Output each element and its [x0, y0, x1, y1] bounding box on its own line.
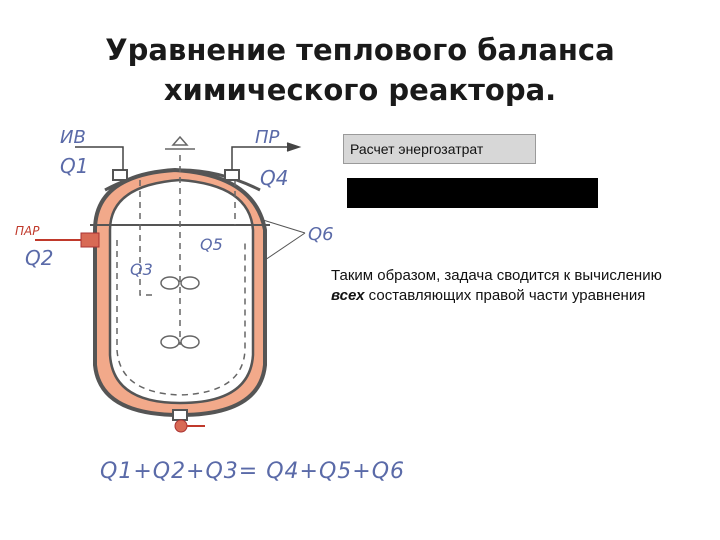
label-q4: Q4 — [260, 166, 288, 190]
label-q6: Q6 — [308, 224, 334, 245]
balance-equation: Q1+Q2+Q3= Q4+Q5+Q6 — [100, 459, 405, 484]
title-line-1: Уравнение теплового баланса — [105, 33, 615, 67]
reactor-vessel — [108, 178, 255, 405]
label-inlet: ИВ — [60, 127, 86, 148]
balance-equation-image: Q1+Q2+Q3= Q4+Q5+Q6 — [100, 459, 404, 484]
label-q2: Q2 — [25, 246, 53, 270]
title-line-2: химического реактора. — [163, 73, 557, 107]
label-outlet: ПР — [255, 127, 280, 148]
conclusion-emphasis: всех — [331, 287, 365, 304]
conclusion-part-2: составляющих правой части уравнения — [364, 287, 646, 304]
redacted-block — [347, 178, 598, 208]
energy-cost-box: Расчет энергозатрат — [343, 134, 536, 164]
label-q5: Q5 — [200, 235, 223, 254]
label-steam: ПАР — [15, 224, 40, 238]
label-q1: Q1 — [60, 154, 88, 178]
reactor-diagram: ИВ Q1 ПР Q4 ПАР Q2 Q3 Q5 Q6 — [15, 127, 334, 433]
conclusion-text: Таким образом, задача сводится к вычисле… — [331, 266, 691, 306]
label-q3: Q3 — [130, 260, 153, 279]
slide-title: Уравнение теплового баланса химического … — [60, 30, 660, 110]
conclusion-part-1: Таким образом, задача сводится к вычисле… — [331, 267, 662, 284]
